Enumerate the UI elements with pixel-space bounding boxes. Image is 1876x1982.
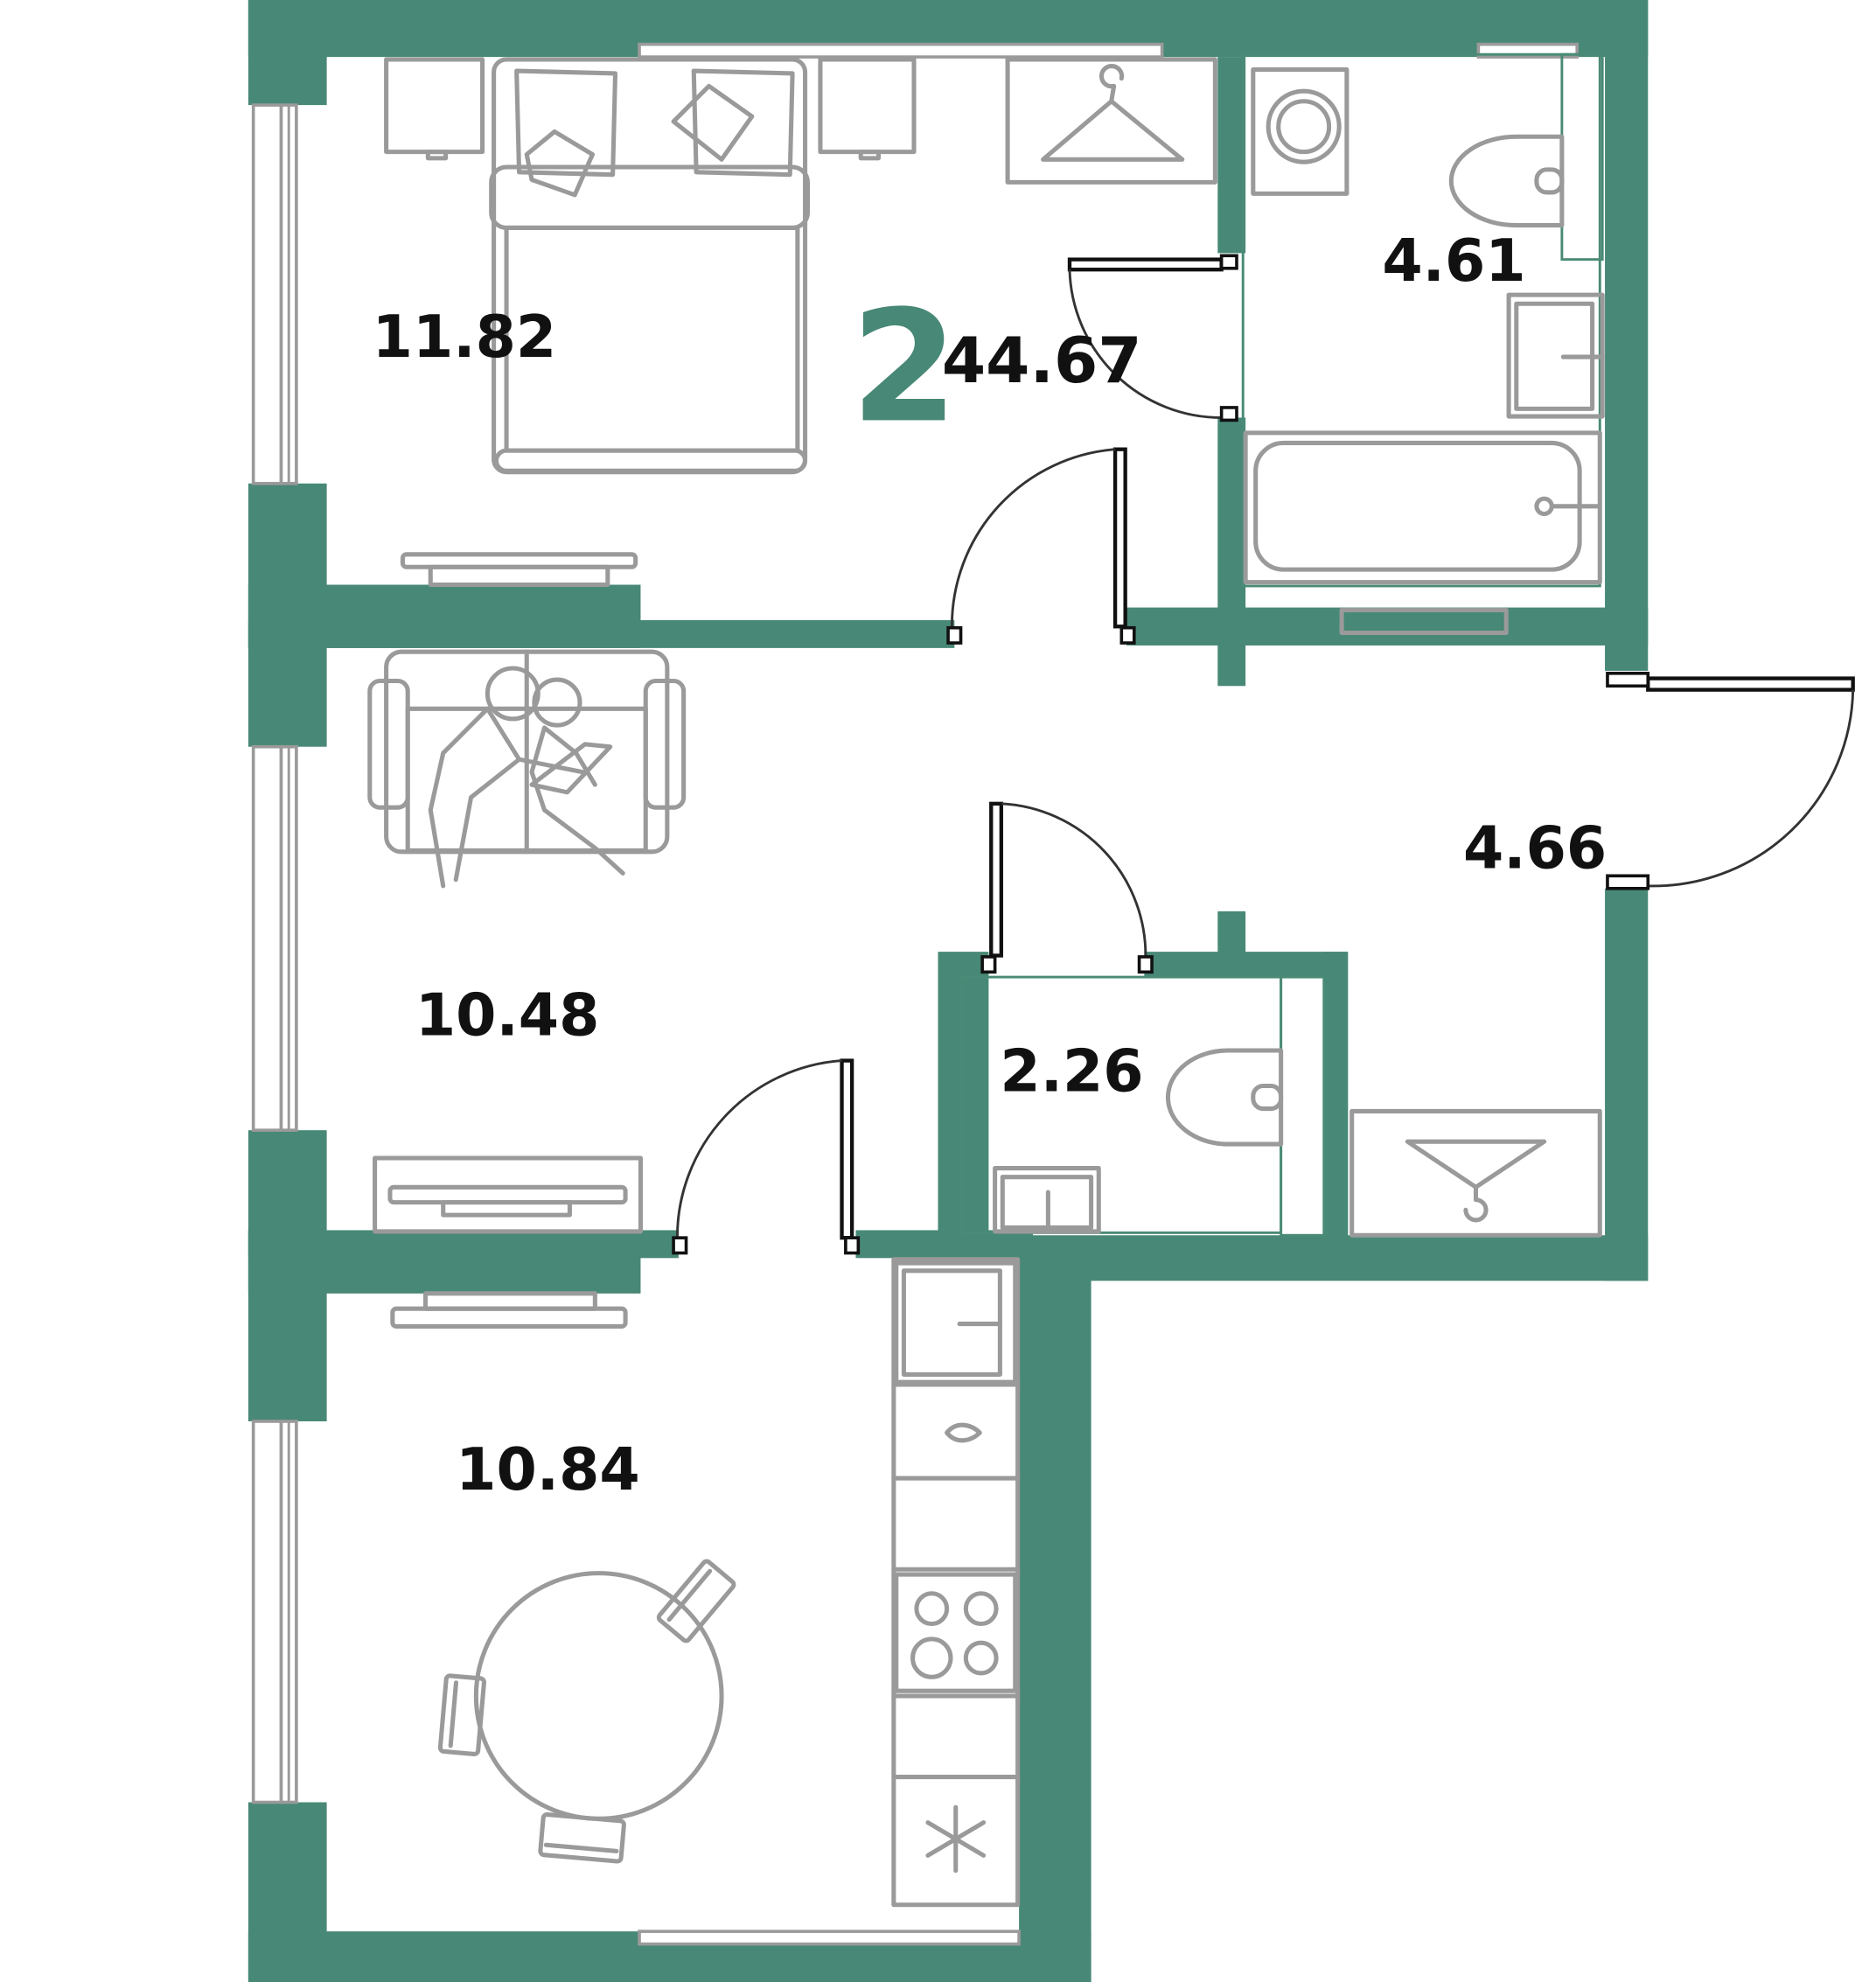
- toilet-area-label: 2.26: [1000, 1036, 1143, 1105]
- living-room-area-label: 10.48: [415, 981, 600, 1050]
- hallway-area-label: 4.66: [1463, 814, 1607, 883]
- hallway-furniture: [1349, 1108, 1602, 1238]
- bathroom-area-label: 4.61: [1382, 227, 1525, 295]
- toilet-furniture: [960, 975, 1326, 1237]
- living-room-furniture: [367, 649, 687, 1329]
- bedroom-area-label: 11.82: [373, 303, 556, 371]
- total-area-label: 44.67: [942, 325, 1142, 398]
- kitchen-area-label: 10.84: [456, 1435, 640, 1504]
- labels: 2 44.67 11.82 4.61 4.66 10.48 2.26 10.84: [373, 227, 1608, 1504]
- bathroom-furniture: [1241, 52, 1605, 636]
- walls: [248, 0, 1649, 1982]
- kitchen-furniture: [437, 1257, 1021, 1908]
- bedroom-furniture: [384, 57, 1217, 588]
- room-count-label: 2: [851, 276, 959, 457]
- windows: [251, 42, 1580, 1946]
- doors: [672, 254, 1855, 1255]
